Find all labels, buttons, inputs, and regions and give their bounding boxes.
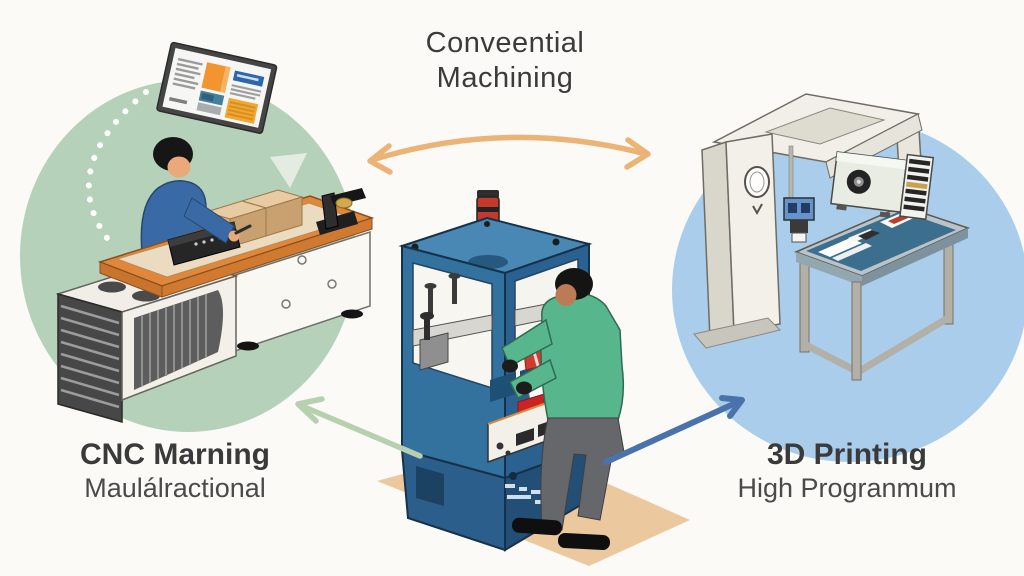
arrow-3d-printing	[603, 395, 745, 465]
label-3d-printing: 3D Printing High Progranmum	[722, 438, 972, 504]
arrow-conventional	[367, 134, 651, 175]
label-line: Conveential	[425, 27, 585, 59]
dotted-arc	[85, 89, 149, 245]
projection-beam-icon	[270, 153, 307, 188]
arrow-cnc	[295, 396, 423, 459]
work-table-right	[793, 205, 971, 381]
label-line: High Progranmum	[737, 473, 957, 503]
operator-face	[555, 284, 577, 306]
label-cnc-machining: CNC Marning Maulálractional	[50, 438, 300, 504]
label-line: CNC Marning	[80, 438, 270, 471]
label-conventional-machining: Conveential Machining	[355, 26, 655, 96]
marking-device	[316, 188, 366, 235]
worker-left-arm	[183, 197, 252, 244]
gantry-machine	[693, 93, 927, 349]
machine-base-markings	[505, 484, 545, 504]
operator-center	[501, 268, 625, 550]
printer-device	[830, 151, 935, 221]
label-line: Maulálractional	[84, 473, 266, 503]
label-line: 3D Printing	[766, 438, 927, 471]
machine-center	[398, 190, 593, 552]
camera-bracket	[783, 197, 815, 243]
monitor-dashboard	[156, 41, 278, 134]
label-line: Machining	[436, 62, 574, 94]
worker-left-face	[167, 156, 191, 178]
